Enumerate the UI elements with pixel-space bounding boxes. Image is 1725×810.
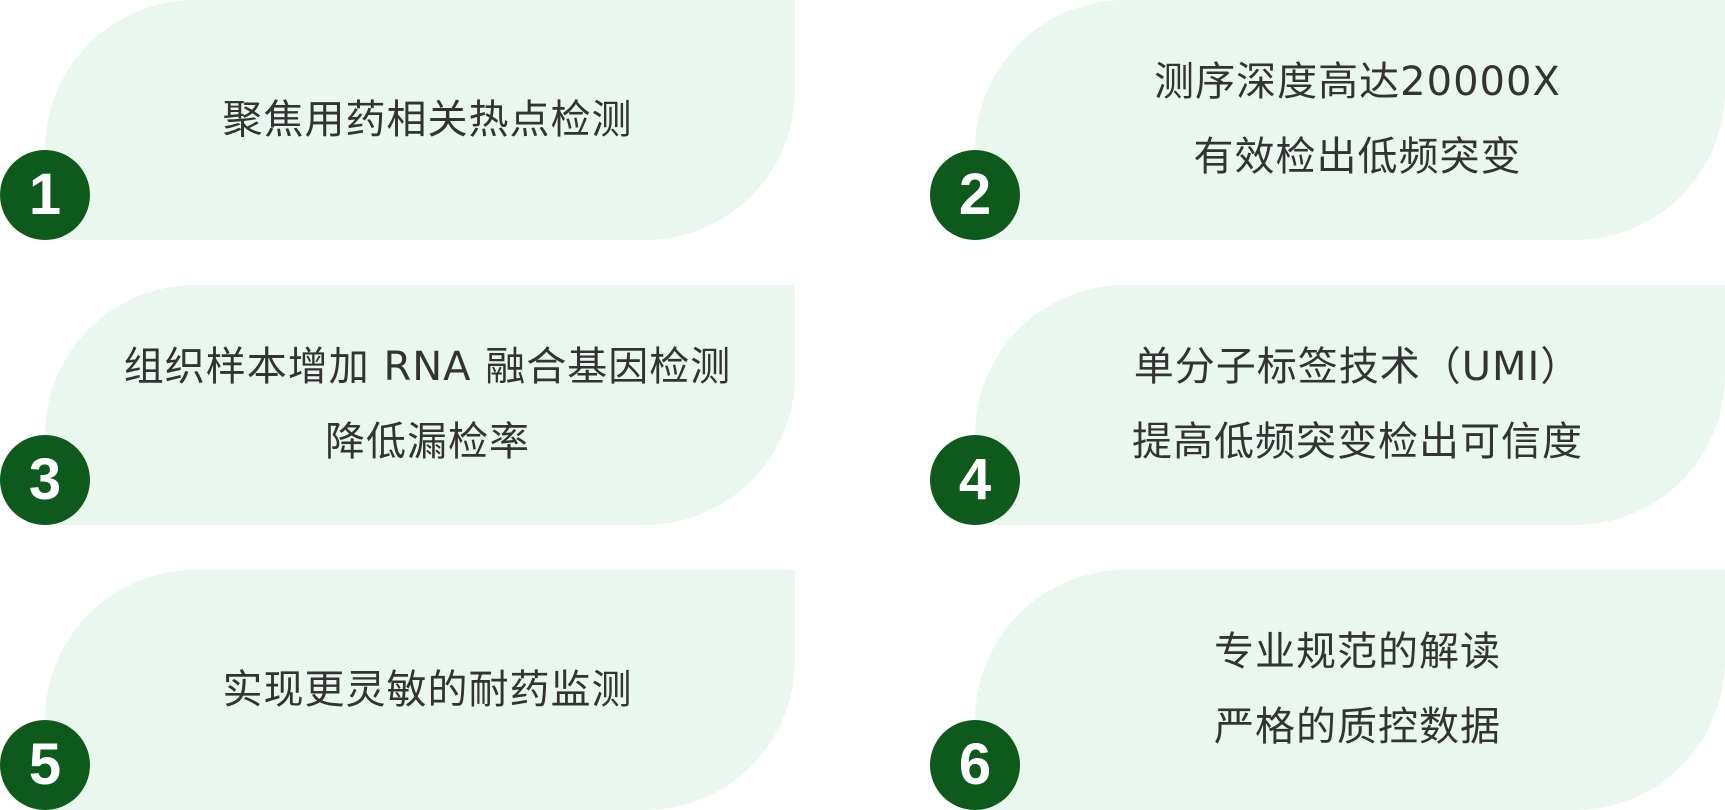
feature-line: 单分子标签技术（UMI）: [1133, 344, 1582, 390]
feature-line: 实现更灵敏的耐药监测: [222, 666, 633, 713]
number-badge-2: 2: [930, 150, 1020, 240]
feature-line: 组织样本增加 RNA 融合基因检测: [123, 344, 732, 390]
feature-line: 严格的质控数据: [1214, 704, 1501, 750]
number-badge-3: 3: [0, 435, 90, 525]
feature-card-text: 测序深度高达20000X 有效检出低频突变: [1005, 0, 1710, 240]
feature-card-2: 测序深度高达20000X 有效检出低频突变: [975, 0, 1725, 240]
number-badge-5: 5: [0, 720, 90, 810]
number-badge-1: 1: [0, 150, 90, 240]
feature-card-4: 单分子标签技术（UMI） 提高低频突变检出可信度: [975, 285, 1725, 525]
feature-line: 降低漏检率: [325, 419, 530, 465]
feature-card-text: 组织样本增加 RNA 融合基因检测 降低漏检率: [75, 285, 780, 525]
feature-card-text: 实现更灵敏的耐药监测: [75, 570, 780, 810]
number-badge-4: 4: [930, 435, 1020, 525]
feature-card-3: 组织样本增加 RNA 融合基因检测 降低漏检率: [45, 285, 795, 525]
feature-line: 有效检出低频突变: [1193, 134, 1522, 180]
feature-card-6: 专业规范的解读 严格的质控数据: [975, 570, 1725, 810]
number-badge-6: 6: [930, 720, 1020, 810]
feature-line: 专业规范的解读: [1214, 629, 1501, 675]
feature-line: 聚焦用药相关热点检测: [222, 96, 633, 143]
feature-line: 提高低频突变检出可信度: [1132, 419, 1583, 465]
feature-card-1: 聚焦用药相关热点检测: [45, 0, 795, 240]
feature-card-5: 实现更灵敏的耐药监测: [45, 570, 795, 810]
feature-line: 测序深度高达20000X: [1154, 59, 1561, 105]
feature-card-text: 聚焦用药相关热点检测: [75, 0, 780, 240]
feature-card-text: 单分子标签技术（UMI） 提高低频突变检出可信度: [1005, 285, 1710, 525]
feature-card-text: 专业规范的解读 严格的质控数据: [1005, 570, 1710, 810]
